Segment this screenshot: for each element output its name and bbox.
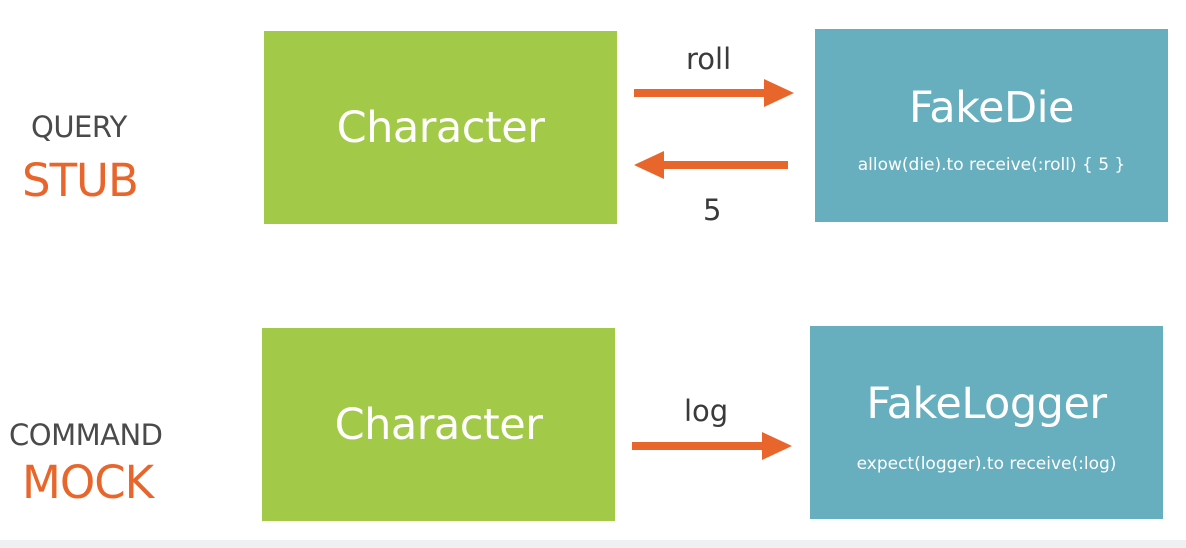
character-box-label: Character xyxy=(334,399,543,450)
fakedie-title: FakeDie xyxy=(909,83,1074,133)
character-box-label: Character xyxy=(336,102,545,153)
return-value-label: 5 xyxy=(703,193,722,227)
return-arrow-left xyxy=(634,151,788,179)
roll-arrow-head xyxy=(764,79,794,107)
roll-arrow-right xyxy=(634,79,794,107)
stub-label: STUB xyxy=(22,154,139,207)
character-box-stub: Character xyxy=(264,31,617,224)
query-label: QUERY xyxy=(31,110,127,144)
log-arrow-right xyxy=(632,432,792,460)
fakedie-code: allow(die).to receive(:roll) { 5 } xyxy=(857,155,1126,175)
return-arrow-head xyxy=(634,151,664,179)
character-box-mock: Character xyxy=(262,328,615,521)
fakelogger-title: FakeLogger xyxy=(866,379,1107,429)
bottom-strip xyxy=(0,540,1186,548)
fakelogger-code: expect(logger).to receive(:log) xyxy=(856,454,1117,474)
roll-message-label: roll xyxy=(686,42,732,76)
command-label: COMMAND xyxy=(9,418,163,452)
log-message-label: log xyxy=(684,394,729,428)
fakelogger-box: FakeLogger expect(logger).to receive(:lo… xyxy=(810,326,1163,519)
log-arrow-head xyxy=(762,432,792,460)
mock-label: MOCK xyxy=(22,456,154,509)
fakedie-box: FakeDie allow(die).to receive(:roll) { 5… xyxy=(815,29,1168,222)
